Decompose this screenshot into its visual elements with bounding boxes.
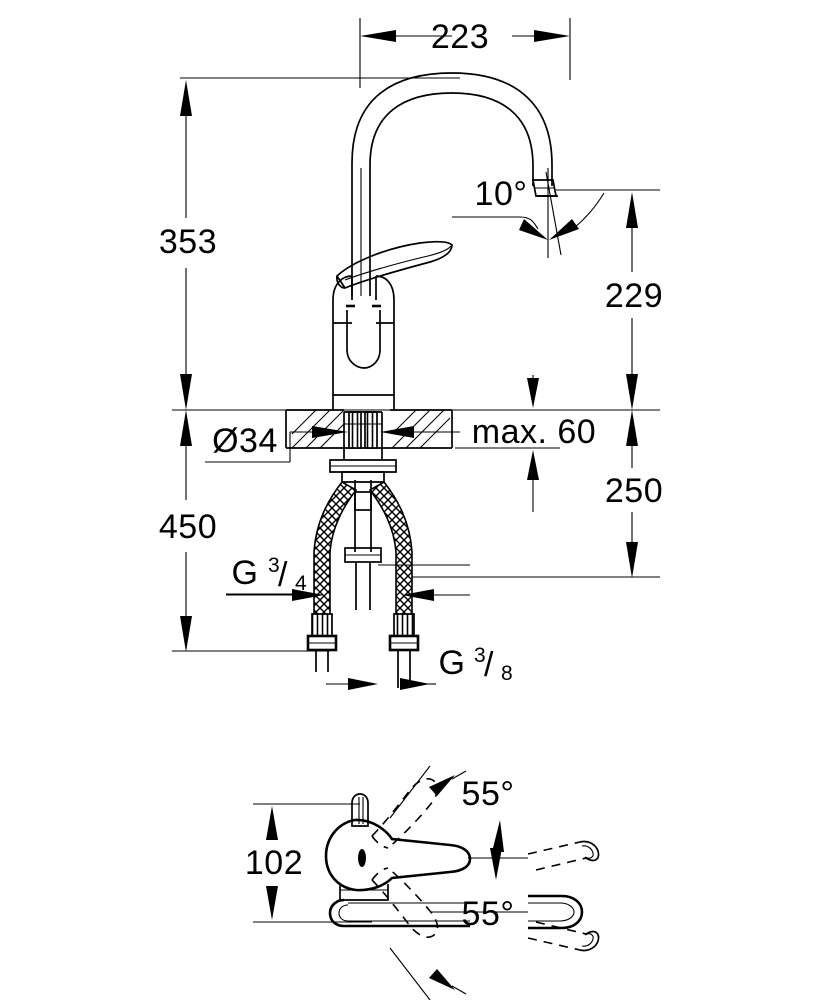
lever-handle: [335, 240, 453, 290]
dimension-overall-hoses: 450: [159, 410, 330, 652]
arrow-head-left: [292, 589, 324, 601]
dimension-hole-diameter: Ø34: [205, 422, 460, 463]
arrow-head-top: [266, 806, 278, 840]
arrow-head-top: [180, 80, 192, 116]
dimension-hose-thread: G 3 / 4: [226, 554, 470, 601]
arrow-head-bottom: [266, 886, 278, 920]
arrow-head-up: [527, 450, 539, 480]
fraction-slash: /: [484, 646, 494, 684]
arrow-head-angle-right: [549, 219, 579, 240]
arrow-head-bottom: [626, 374, 638, 410]
label-G-38-numerator: 3: [474, 644, 486, 667]
label-G-38-denominator: 8: [501, 662, 513, 685]
arrow-head-right: [380, 426, 414, 438]
arrow-head-left: [348, 678, 378, 690]
spout-outlet: [531, 168, 562, 258]
dimension-label-223: 223: [431, 18, 489, 56]
handle-plan: [324, 793, 472, 928]
label-G-38-letter: G: [439, 644, 466, 682]
spout-plan-inner: [338, 904, 470, 922]
arrow-head-left: [312, 426, 348, 438]
arrow-head-down: [527, 378, 539, 408]
arrow-head-bottom: [626, 542, 638, 578]
dimension-swivel-upper: 55°: [389, 765, 528, 880]
dimension-swivel-lower: 55°: [389, 895, 528, 1000]
dimension-label-250: 250: [605, 472, 663, 510]
handle-rotated-positions: [371, 778, 439, 938]
dimension-deck-thickness: max. 60: [455, 375, 608, 512]
dimension-spout-height: 229: [556, 189, 663, 410]
dimension-label-max60: max. 60: [472, 413, 596, 451]
arrow-head-arc-bottom: [490, 848, 502, 880]
arrow-head-ray-lower: [429, 969, 455, 990]
arrow-head-angle-left: [519, 219, 548, 240]
dimension-spout-reach: 223: [359, 18, 571, 88]
dimension-label-229: 229: [605, 277, 663, 315]
dimension-under-counter: 250: [410, 410, 663, 578]
dimension-supply-thread: G 3 / 8: [326, 644, 513, 690]
handle-index-dot: [358, 849, 366, 867]
arrow-head-ray-upper: [429, 775, 455, 796]
dimension-label-353: 353: [159, 223, 217, 261]
dimension-label-10deg: 10°: [475, 175, 528, 213]
dimension-label-450: 450: [159, 508, 217, 546]
dimension-outlet-angle: 10°: [452, 175, 605, 240]
arrow-head-bottom: [180, 616, 192, 652]
arrow-head-right: [400, 678, 430, 690]
spout-rotated-tips: [527, 840, 600, 952]
side-elevation-view: 223 353 450: [159, 18, 663, 690]
arrow-head-right: [534, 30, 570, 42]
dimension-handle-height: 102: [245, 803, 372, 923]
supply-hoses: [306, 480, 420, 688]
mounting-shank: [329, 411, 397, 483]
label-G-34-denominator: 4: [295, 572, 307, 595]
label-G-34-letter: G: [232, 554, 259, 592]
arrow-head-top: [626, 410, 638, 446]
arrow-head-arc-top: [492, 820, 504, 852]
arrow-head-bottom: [180, 374, 192, 410]
dimension-label-102: 102: [245, 844, 303, 882]
dimension-label-d34: Ø34: [212, 422, 278, 460]
dimension-label-55-lower: 55°: [462, 895, 515, 933]
dimension-total-height: 353: [159, 77, 460, 410]
dimension-label-55-upper: 55°: [462, 775, 515, 813]
arrow-head-top: [180, 410, 192, 446]
label-G-34-numerator: 3: [268, 554, 280, 577]
spout-plan-outer: [328, 898, 470, 928]
arrow-head-top: [626, 192, 638, 228]
arrow-head-left: [360, 30, 396, 42]
fraction-slash: /: [278, 556, 288, 594]
plan-view: 102: [245, 765, 600, 1000]
